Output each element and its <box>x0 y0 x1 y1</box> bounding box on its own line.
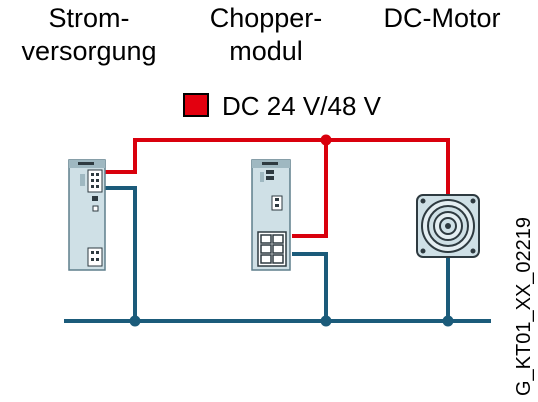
dc-supply-line <box>104 138 450 238</box>
legend-text: DC 24 V/48 V <box>222 91 382 121</box>
chopper-module-label-line1: Chopper- <box>209 3 323 33</box>
power-supply-label-line2: versorgung <box>21 36 157 66</box>
dc-junction-dot <box>320 134 332 146</box>
figure-id: G_KT01_XX_02219 <box>513 217 535 396</box>
dc-motor-label: DC-Motor <box>372 2 512 35</box>
dc-motor-label-line1: DC-Motor <box>383 3 501 33</box>
ground-junction-dot-3 <box>442 315 454 327</box>
dc-motor-device <box>416 194 480 258</box>
power-supply-label-line1: Strom- <box>48 3 130 33</box>
chopper-module-label: Chopper- modul <box>196 2 336 68</box>
power-supply-device <box>68 159 106 271</box>
chopper-module-device <box>251 159 291 271</box>
chopper-module-label-line2: modul <box>229 36 303 66</box>
power-supply-label: Strom- versorgung <box>8 2 170 68</box>
ground-junction-dot-1 <box>129 315 141 327</box>
ground-junction-dot-2 <box>320 315 332 327</box>
legend-swatch <box>183 93 209 117</box>
